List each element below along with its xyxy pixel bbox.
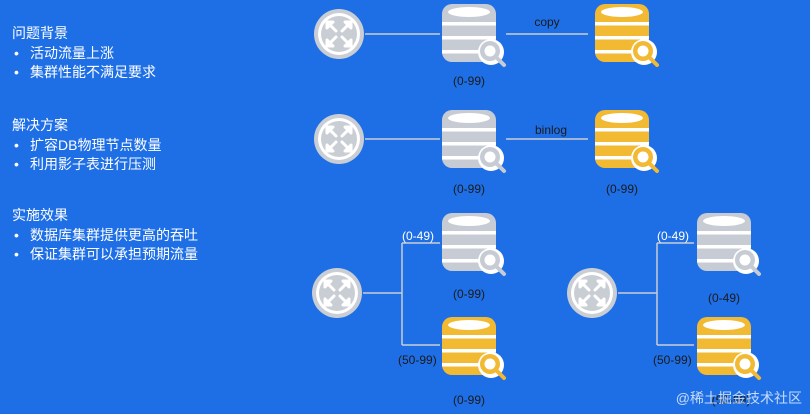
- range-label: (0-99): [453, 182, 485, 196]
- branch-label: (50-99): [398, 353, 437, 367]
- watermark: @稀土掘金技术社区: [675, 390, 802, 406]
- row-split-left: (0-49) (0-99) (50-99) (0-99): [310, 211, 506, 407]
- edge-label: copy: [534, 15, 559, 29]
- database-gold-icon: [440, 315, 506, 380]
- range-label: (0-99): [606, 182, 638, 196]
- database-gray-icon: [440, 2, 506, 67]
- row-split-right: (0-49) (0-49) (50-99) (50-99): [565, 211, 761, 407]
- section-background: 问题背景 活动流量上涨 集群性能不满足要求: [12, 24, 156, 82]
- edge-label: binlog: [535, 123, 567, 137]
- row-copy: copy (0-99): [312, 2, 659, 88]
- branch-label: (0-49): [402, 229, 434, 243]
- database-gray-icon: [695, 211, 761, 276]
- section-title: 实施效果: [12, 207, 68, 223]
- bullet-item: 利用影子表进行压测: [12, 155, 161, 174]
- database-gray-icon: [440, 108, 506, 173]
- row-binlog: binlog (0-99) (0-99): [312, 108, 659, 196]
- database-gold-icon: [695, 315, 761, 380]
- bullet-item: 活动流量上涨: [12, 44, 156, 63]
- router-icon: [310, 266, 364, 320]
- range-label: (0-99): [453, 393, 485, 407]
- branch-label: (0-49): [657, 229, 689, 243]
- branch-label: (50-99): [653, 353, 692, 367]
- bullet-item: 扩容DB物理节点数量: [12, 136, 161, 155]
- section-title: 解决方案: [12, 117, 68, 133]
- range-label: (50-99): [712, 393, 751, 407]
- bullet-item: 数据库集群提供更高的吞吐: [12, 226, 198, 245]
- range-label: (0-99): [453, 287, 485, 301]
- database-gold-icon: [593, 108, 659, 173]
- range-label: (0-99): [453, 74, 485, 88]
- section-result: 实施效果 数据库集群提供更高的吞吐 保证集群可以承担预期流量: [12, 206, 198, 264]
- bullet-item: 保证集群可以承担预期流量: [12, 245, 198, 264]
- database-gold-icon: [593, 2, 659, 67]
- router-icon: [312, 7, 366, 61]
- router-icon: [312, 112, 366, 166]
- section-solution: 解决方案 扩容DB物理节点数量 利用影子表进行压测: [12, 116, 161, 174]
- bullet-item: 集群性能不满足要求: [12, 63, 156, 82]
- range-label: (0-49): [708, 291, 740, 305]
- router-icon: [565, 266, 619, 320]
- database-gray-icon: [440, 211, 506, 276]
- section-title: 问题背景: [12, 25, 68, 41]
